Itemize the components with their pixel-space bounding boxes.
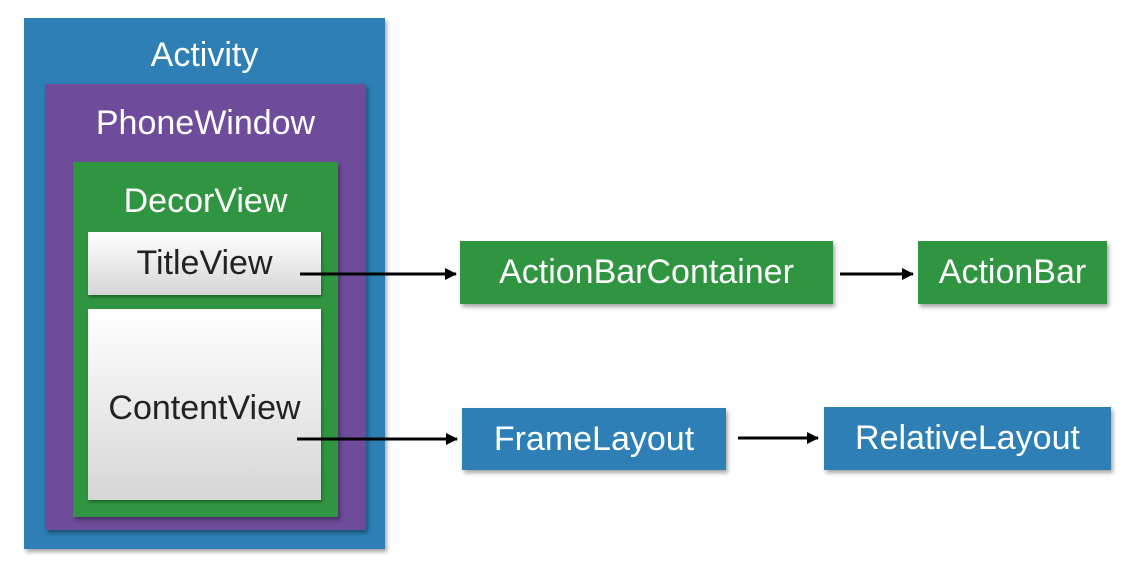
activity-container: Activity PhoneWindow DecorView TitleView… (24, 18, 385, 549)
action-bar-node: ActionBar (918, 241, 1107, 304)
title-view-box: TitleView (88, 232, 321, 295)
phone-window-label: PhoneWindow (95, 104, 316, 142)
activity-label: Activity (150, 36, 259, 74)
content-view-box: ContentView (88, 309, 321, 500)
phone-window-container: PhoneWindow DecorView TitleView ContentV… (45, 84, 366, 530)
content-view-label: ContentView (108, 389, 301, 427)
action-bar-container-node: ActionBarContainer (460, 241, 833, 304)
title-view-label: TitleView (136, 244, 273, 282)
decor-view-label: DecorView (123, 182, 288, 220)
decor-view-container: DecorView TitleView ContentView (73, 162, 338, 517)
relative-layout-node: RelativeLayout (824, 407, 1111, 470)
frame-layout-node: FrameLayout (462, 408, 726, 470)
